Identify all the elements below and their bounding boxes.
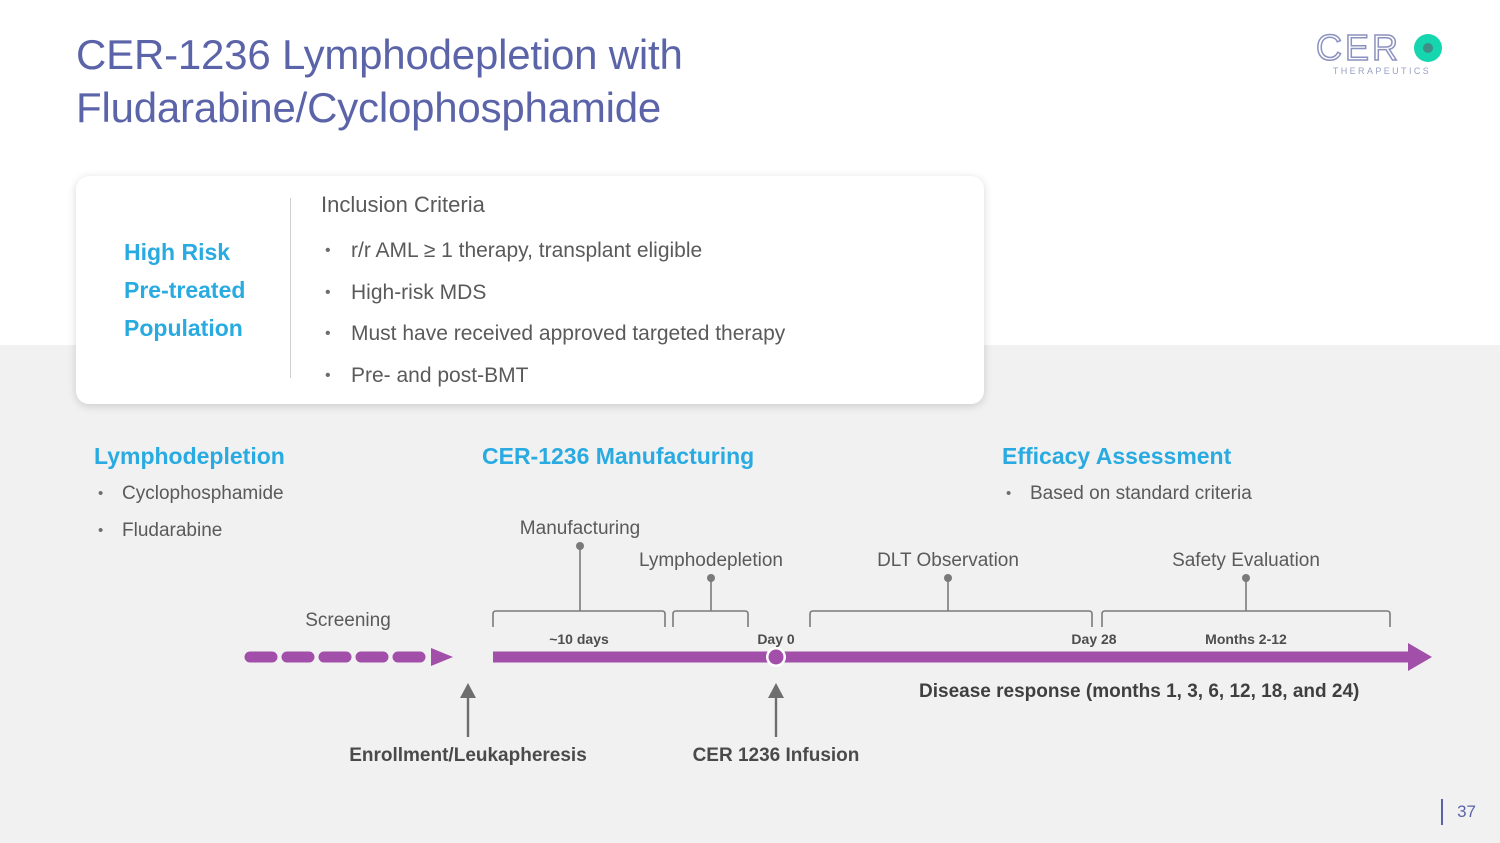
section-bullets-lymphodepletion: Cyclophosphamide Fludarabine: [94, 475, 284, 549]
phase-label-dlt: DLT Observation: [877, 550, 1019, 571]
timeline-arrowhead-icon: [1408, 643, 1432, 671]
day0-marker-icon: [768, 649, 784, 665]
inclusion-criteria-card: High Risk Pre-treated Population Inclusi…: [76, 176, 984, 404]
page-number-divider: [1441, 799, 1444, 825]
phase-stem-manufacturing: [576, 542, 584, 611]
phase-stem-safety: [1242, 574, 1250, 611]
page-title: CER-1236 Lymphodepletion with Fludarabin…: [76, 31, 683, 131]
disease-response-note: Disease response (months 1, 3, 6, 12, 18…: [919, 681, 1359, 702]
section-heading-lymphodepletion: Lymphodepletion: [94, 443, 285, 469]
logo-mark: CER: [1316, 28, 1448, 70]
tick-label-day-28: Day 28: [1071, 631, 1116, 647]
phase-stem-dlt: [944, 574, 952, 611]
screening-label: Screening: [305, 610, 391, 631]
logo-subtitle: THERAPEUTICS: [1332, 66, 1432, 76]
phase-label-lymphodepletion: Lymphodepletion: [639, 550, 783, 571]
logo-wordmark-svg: CER: [1316, 28, 1442, 69]
phase-stem-lymphodepletion: [707, 574, 715, 611]
svg-text:CER: CER: [1316, 28, 1401, 68]
criteria-body: Inclusion Criteria r/r AML ≥ 1 therapy, …: [291, 176, 984, 404]
event-arrow-infusion: [768, 683, 784, 737]
bracket-lymphodepletion: [672, 610, 749, 627]
event-arrow-enrollment: [460, 683, 476, 737]
background-band: [0, 345, 1500, 843]
criteria-list: r/r AML ≥ 1 therapy, transplant eligible…: [321, 230, 984, 396]
list-item: r/r AML ≥ 1 therapy, transplant eligible: [321, 230, 984, 272]
page-number-group: 37: [1441, 799, 1476, 825]
criteria-heading: Inclusion Criteria: [321, 192, 485, 217]
list-item: High-risk MDS: [321, 272, 984, 314]
list-item: Must have received approved targeted the…: [321, 313, 984, 355]
list-item: Cyclophosphamide: [94, 475, 284, 512]
event-label-enrollment: Enrollment/Leukapheresis: [349, 745, 587, 766]
population-label: High Risk Pre-treated Population: [124, 239, 246, 341]
section-bullets-efficacy: Based on standard criteria: [1002, 475, 1252, 512]
event-label-infusion: CER 1236 Infusion: [693, 745, 860, 766]
bracket-dlt: [809, 610, 1093, 627]
page-number: 37: [1457, 802, 1476, 821]
list-item: Based on standard criteria: [1002, 475, 1252, 512]
bracket-safety: [1101, 610, 1391, 627]
card-divider: [290, 198, 291, 378]
list-item: Fludarabine: [94, 512, 284, 549]
section-heading-manufacturing: CER-1236 Manufacturing: [482, 443, 755, 469]
study-timeline-diagram: Manufacturing Lymphodepletion DLT Observ…: [244, 518, 1432, 766]
phase-label-manufacturing: Manufacturing: [520, 518, 640, 539]
cero-therapeutics-logo: CER THERAPEUTICS: [1316, 28, 1448, 88]
screening-arrowhead-icon: [431, 648, 453, 666]
tick-label-months-2-12: Months 2-12: [1205, 631, 1287, 647]
tick-label-10-days: ~10 days: [549, 631, 609, 647]
phase-label-safety: Safety Evaluation: [1172, 550, 1320, 571]
tick-label-day-0: Day 0: [757, 631, 795, 647]
bracket-manufacturing: [492, 610, 666, 627]
list-item: Pre- and post-BMT: [321, 355, 984, 397]
section-heading-efficacy: Efficacy Assessment: [1002, 443, 1232, 469]
